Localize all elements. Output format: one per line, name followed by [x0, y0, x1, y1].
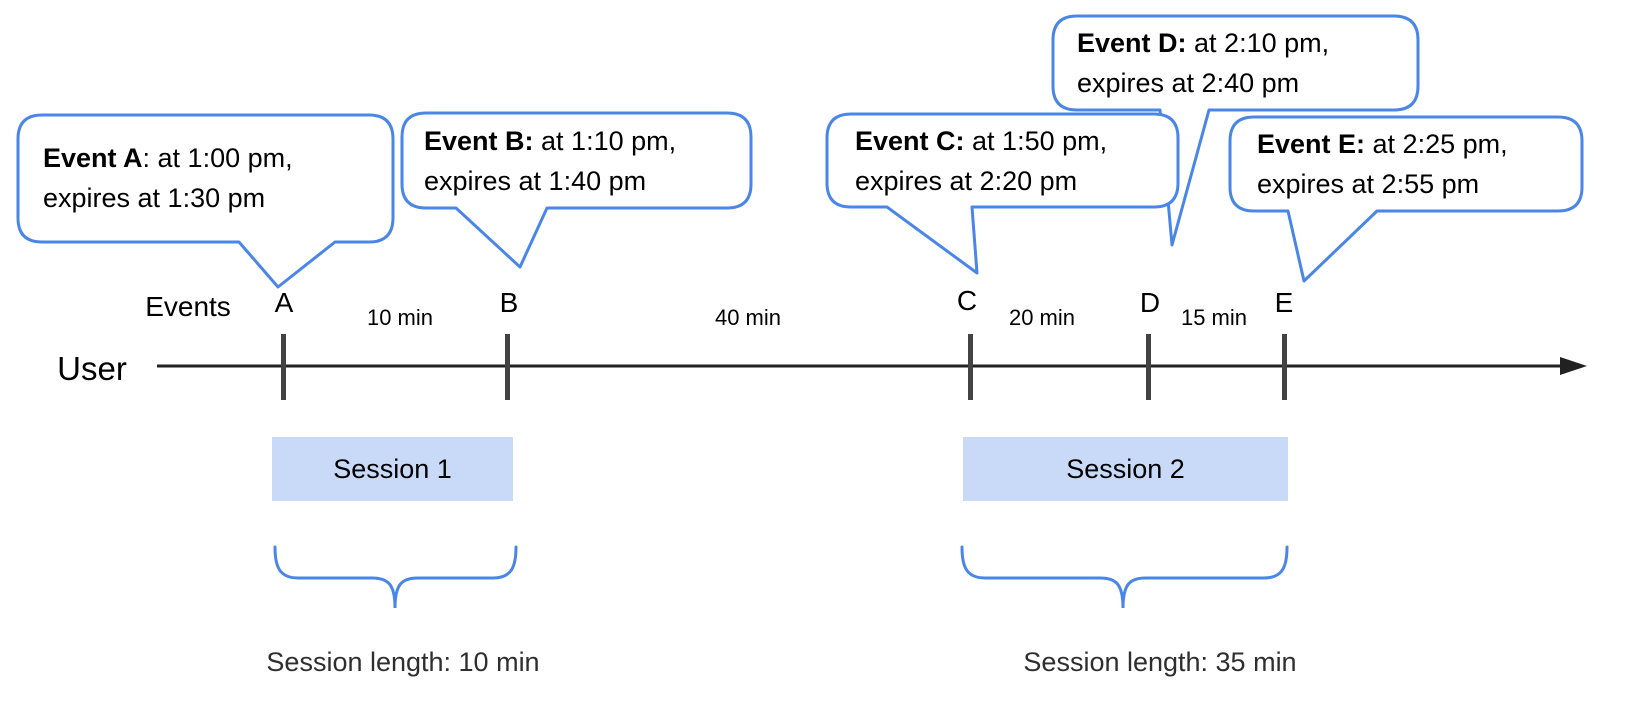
user-axis-label: User [57, 350, 127, 387]
event-e-expiry: expires at 2:55 pm [1257, 169, 1480, 199]
event-b-callout-text: Event B: at 1:10 pm, expires at 1:40 pm [424, 121, 676, 201]
tick-label-e: E [1274, 287, 1294, 318]
tick-b [505, 334, 510, 400]
tick-label-a: A [274, 287, 294, 318]
interval-d-e: 15 min [1180, 305, 1248, 330]
event-a-start-time: : at 1:00 pm, [142, 143, 293, 173]
event-e-callout-text: Event E: at 2:25 pm, expires at 2:55 pm [1257, 124, 1508, 204]
tick-label-c: C [956, 285, 978, 316]
session-2-brace [960, 545, 1289, 609]
tick-label-b: B [499, 287, 519, 318]
event-a-title: Event A [43, 143, 143, 173]
tick-e [1282, 334, 1287, 400]
events-row-label: Events [145, 291, 231, 322]
event-d-callout-bubble [1051, 14, 1420, 247]
interval-b-c: 40 min [714, 305, 782, 330]
session-1-brace [273, 545, 518, 609]
timeline-arrowhead-icon [1560, 357, 1587, 375]
event-a-callout-bubble [16, 113, 395, 289]
event-d-title: Event D: [1077, 28, 1187, 58]
event-d-start-time: at 2:10 pm, [1186, 28, 1330, 58]
interval-c-d: 20 min [1008, 305, 1076, 330]
event-a-expiry: expires at 1:30 pm [43, 183, 266, 213]
event-b-callout-bubble [400, 111, 753, 269]
session-2-box: Session 2 [963, 437, 1288, 501]
tick-a [281, 334, 286, 400]
tick-label-d: D [1139, 287, 1161, 318]
session-1-length-label: Session length: 10 min [266, 647, 540, 677]
interval-a-b: 10 min [366, 305, 434, 330]
event-b-expiry: expires at 1:40 pm [424, 166, 647, 196]
event-c-callout-text: Event C: at 1:50 pm, expires at 2:20 pm [855, 121, 1107, 201]
event-d-callout-text: Event D: at 2:10 pm, expires at 2:40 pm [1077, 23, 1329, 103]
session-2-length-label: Session length: 35 min [1023, 647, 1297, 677]
event-c-start-time: at 1:50 pm, [964, 126, 1108, 156]
event-c-title: Event C: [855, 126, 965, 156]
event-b-start-time: at 1:10 pm, [533, 126, 677, 156]
event-c-callout-bubble [825, 112, 1180, 275]
event-d-expiry: expires at 2:40 pm [1077, 68, 1300, 98]
event-e-title: Event E: [1257, 129, 1366, 159]
event-e-start-time: at 2:25 pm, [1365, 129, 1508, 159]
tick-d [1146, 334, 1151, 400]
event-e-callout-bubble [1228, 115, 1584, 283]
event-b-title: Event B: [424, 126, 534, 156]
event-c-expiry: expires at 2:20 pm [855, 166, 1078, 196]
tick-c [968, 334, 973, 400]
session-1-box: Session 1 [272, 437, 513, 501]
event-a-callout-text: Event A: at 1:00 pm, expires at 1:30 pm [43, 138, 293, 218]
